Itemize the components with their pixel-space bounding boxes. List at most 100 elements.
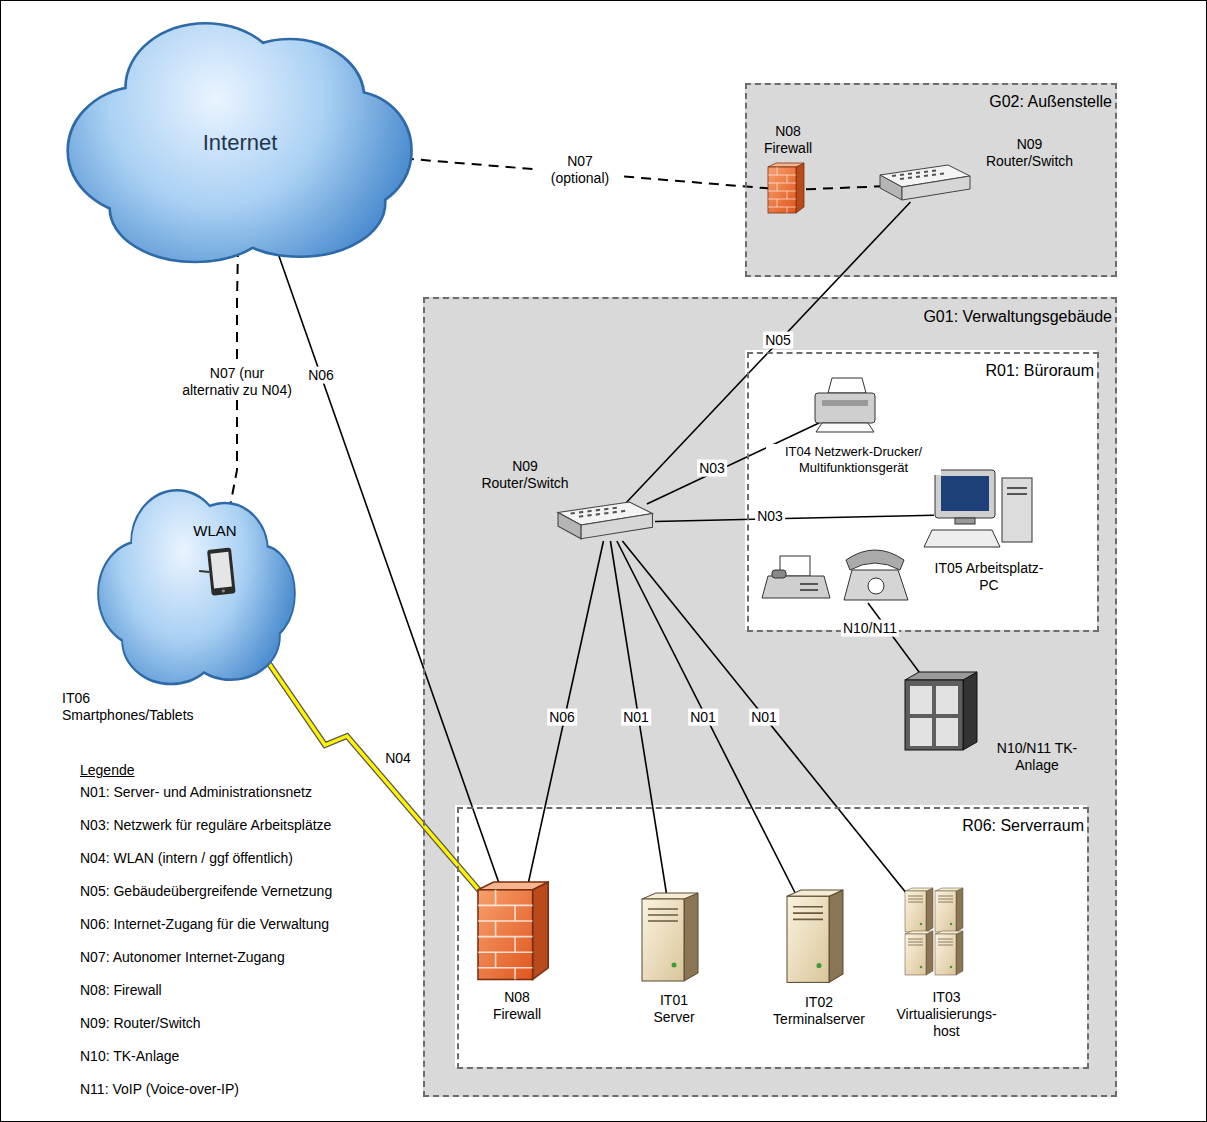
region-heading: R01: Büroraum (884, 361, 1094, 380)
pbx-icon (905, 672, 977, 750)
region-heading: G02: Außenstelle (882, 92, 1112, 111)
phone-wire (868, 603, 922, 676)
link-label: N07 (nur alternativ zu N04) (180, 365, 294, 399)
node-label: IT03 Virtualisierungs- host (884, 989, 1009, 1039)
link-label: N07 (optional) (538, 153, 622, 187)
legend-row: N01: Server- und Administrationsnetz (80, 784, 312, 801)
router-node: N09 Router/Switch (560, 504, 655, 541)
node-label: IT01 Server (644, 992, 704, 1026)
tablet-icon (197, 547, 236, 596)
legend-text: N04: WLAN (intern / ggf öffentlich) (80, 850, 293, 866)
network-link (622, 541, 909, 896)
legend-row: N07: Autonomer Internet-Zugang (80, 949, 285, 966)
router-node: N09 Router/Switch (882, 167, 972, 202)
switch-icon (880, 165, 970, 200)
switch-icon (558, 502, 653, 539)
legend-row: N10: TK-Anlage (80, 1048, 179, 1065)
node-label: IT06 Smartphones/Tablets (62, 690, 212, 724)
cloud-node: Internet (110, 60, 370, 230)
node-label: IT05 Arbeitsplatz-PC (934, 560, 1044, 594)
room-region: R06: ServerraumN08 FirewallIT01 ServerIT… (457, 807, 1089, 1069)
wlan-cloud-outline (99, 492, 294, 683)
building-region: G02: AußenstelleN08 FirewallN09 Router/S… (745, 83, 1117, 277)
legend-row: N04: WLAN (intern / ggf öffentlich) (80, 850, 293, 867)
server-icon (905, 888, 933, 932)
internet-cloud-outline (69, 25, 410, 261)
bolt-outline (263, 655, 482, 894)
legend-row: N06: Internet-Zugang für die Verwaltung (80, 916, 329, 933)
server-icon (642, 893, 698, 981)
phone-icon (844, 550, 908, 600)
link-label: N05 (763, 332, 793, 349)
dashed-link (806, 186, 882, 189)
room-region: R01: BüroraumIT04 Netzwerk-Drucker/ Mult… (747, 352, 1099, 632)
legend-text: N03: Netzwerk für reguläre Arbeitsplätze (80, 817, 331, 833)
legend-text: N05: Gebäudeübergreifende Vernetzung (80, 883, 332, 899)
legend-row: N09: Router/Switch (80, 1015, 201, 1032)
pbx-node: N10/N11 TK-Anlage (907, 674, 979, 752)
node-label: WLAN (165, 522, 265, 540)
building-fill (745, 83, 1117, 277)
node-label: N08 Firewall (753, 123, 823, 157)
node-label: N08 Firewall (482, 989, 552, 1023)
building-fill (423, 297, 1117, 1097)
link-label: N03 (755, 508, 785, 525)
network-link (610, 541, 667, 897)
server-icon (935, 931, 963, 975)
internet-cloud (69, 25, 410, 261)
legend-text: N06: Internet-Zugang für die Verwaltung (80, 916, 329, 932)
network-link (655, 515, 934, 521)
printer-node: IT04 Netzwerk-Drucker/ Multifunktionsger… (819, 382, 879, 436)
room-fill (745, 350, 1097, 630)
server-icon (935, 888, 963, 932)
node-label: Internet (160, 130, 320, 156)
legend-title: Legende (80, 762, 135, 779)
firewall-icon (478, 882, 548, 980)
legend-text: N08: Firewall (80, 982, 162, 998)
legend-text: N07: Autonomer Internet-Zugang (80, 949, 285, 965)
wlan-cloud (99, 492, 294, 683)
server-node: IT01 Server (646, 897, 702, 985)
pc-node: IT05 Arbeitsplatz-PC (934, 474, 1044, 554)
legend-row: N11: VoIP (Voice-over-IP) (80, 1081, 239, 1098)
region-heading: R06: Serverraum (874, 816, 1084, 835)
firewall-node: N08 Firewall (482, 886, 552, 983)
legend-row: N08: Firewall (80, 982, 162, 999)
firewall-icon (768, 163, 804, 213)
link-label: N01 (621, 709, 651, 726)
server-node: IT03 Virtualisierungs- host (909, 892, 972, 979)
building-region: G01: VerwaltungsgebäudeR01: BüroraumIT04… (423, 297, 1117, 1097)
legend-text: N01: Server- und Administrationsnetz (80, 784, 312, 800)
legend-text: N10: TK-Anlage (80, 1048, 179, 1064)
server-icon (905, 931, 933, 975)
link-label: N01 (749, 709, 779, 726)
link-label: N01 (688, 709, 718, 726)
firewall-node: N08 Firewall (770, 165, 806, 215)
pc-icon (924, 470, 1032, 547)
region-heading: G01: Verwaltungsgebäude (802, 307, 1112, 326)
node-label: N09 Router/Switch (470, 458, 580, 492)
server-node: IT02 Terminalserver (791, 894, 847, 986)
legend-row: N03: Netzwerk für reguläre Arbeitsplätze (80, 817, 331, 834)
node-label: N09 Router/Switch (977, 136, 1082, 170)
link-label: N04 (383, 750, 413, 767)
link-label: N03 (697, 460, 727, 477)
link-label: N06 (306, 367, 336, 384)
wireless-link (263, 655, 482, 894)
link-label: N06 (547, 709, 577, 726)
network-link (528, 541, 604, 886)
node-label: N10/N11 TK-Anlage (987, 740, 1087, 774)
legend-text: N09: Router/Switch (80, 1015, 201, 1031)
legend-text: N11: VoIP (Voice-over-IP) (80, 1081, 239, 1097)
printer-icon (815, 378, 875, 432)
node-label: IT04 Netzwerk-Drucker/ Multifunktionsger… (766, 444, 941, 475)
link-label: N10/N11 (841, 620, 899, 637)
server-icon (787, 890, 843, 982)
node-label: IT02 Terminalserver (764, 994, 874, 1028)
cloud-node: WLANIT06 Smartphones/Tablets (150, 515, 280, 655)
fax-icon (762, 556, 830, 598)
legend-row: N05: Gebäudeübergreifende Vernetzung (80, 883, 332, 900)
